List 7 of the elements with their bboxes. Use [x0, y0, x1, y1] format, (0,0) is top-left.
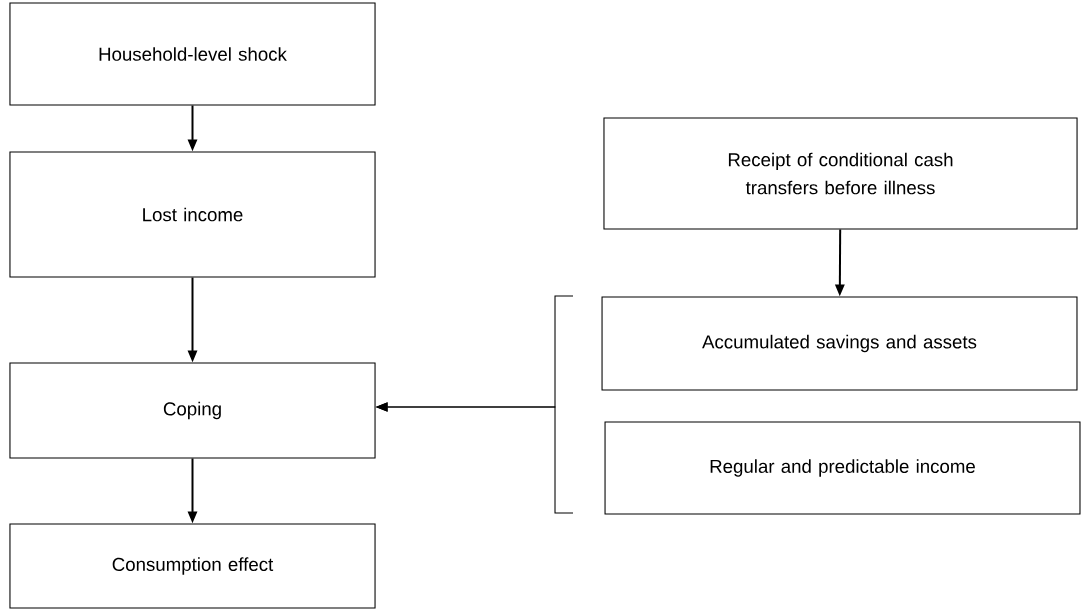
process-box: Regular and predictable income	[604, 421, 1081, 515]
process-box: Consumption effect	[9, 523, 376, 609]
process-box: Accumulated savings and assets	[601, 296, 1078, 391]
process-box: Coping	[9, 362, 376, 459]
process-box: Receipt of conditional cash transfers before illness	[603, 117, 1078, 230]
process-box: Lost income	[9, 151, 376, 278]
process-box: Household-level shock	[9, 2, 376, 106]
